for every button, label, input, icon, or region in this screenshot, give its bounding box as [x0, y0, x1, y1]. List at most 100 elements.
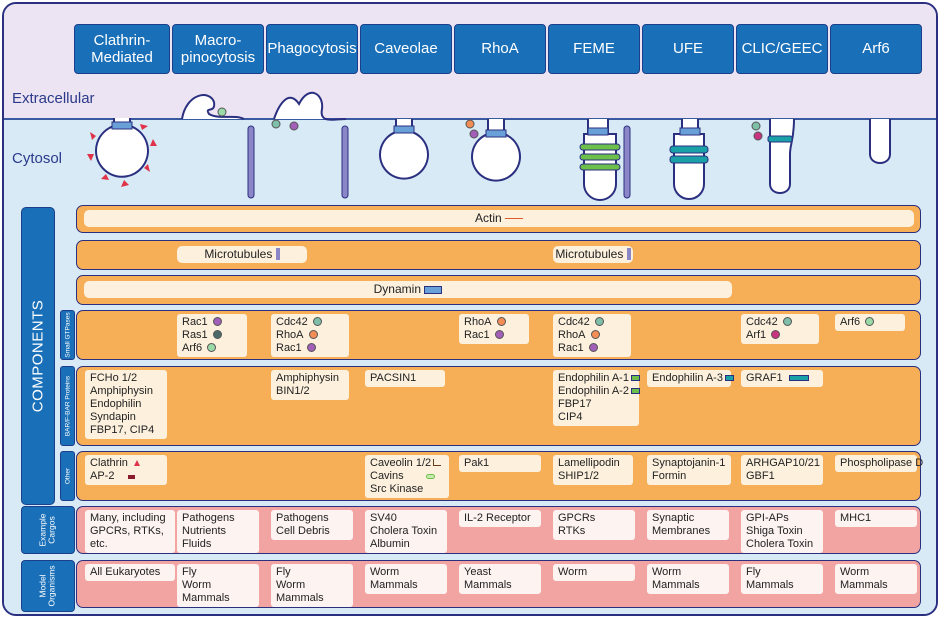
rhoa-dot-icon	[590, 330, 600, 339]
clathrin-icon	[133, 460, 140, 466]
cdc42-dot-icon	[782, 317, 792, 326]
rac1-dot-icon	[494, 330, 504, 339]
phagocytosis-cup-illustration	[271, 91, 349, 199]
ras1-dot-icon	[212, 330, 222, 339]
rhoa-dot-icon	[308, 330, 318, 339]
ap2-icon	[128, 475, 136, 479]
actin-filament-icon	[505, 217, 524, 219]
dynamin-row: Dynamin	[76, 275, 921, 305]
gtpases-rhoa: RhoA Rac1	[459, 314, 529, 344]
example-cargos-tab: Example Cargos	[21, 506, 75, 554]
arf6-tubule-illustration	[869, 119, 891, 164]
gtpases-feme: Cdc42 RhoA Rac1	[553, 314, 631, 357]
header-feme: FEME	[548, 24, 640, 74]
endophilin-a1-icon	[630, 375, 640, 381]
other-rhoa: Pak1	[459, 455, 541, 472]
rac1-dot-icon	[306, 343, 316, 352]
microtubules-row: Microtubules Microtubules	[76, 240, 921, 270]
endocytosis-illustrations	[87, 91, 891, 201]
gtpases-arf6: Arf6	[835, 314, 905, 331]
other-caveolae: Caveolin 1/2 Cavins Src Kinase	[365, 455, 449, 498]
header-clic-geec: CLIC/GEEC	[736, 24, 828, 74]
gtpases-phagocytosis: Cdc42 RhoA Rac1	[271, 314, 349, 357]
cavins-icon	[425, 474, 435, 479]
graf1-icon	[788, 375, 809, 381]
cdc42-dot-icon	[594, 317, 604, 326]
actin-box: Actin	[84, 210, 914, 227]
header-rhoa: RhoA	[454, 24, 546, 74]
macropinocytosis-ruffles-illustration	[181, 94, 255, 199]
extracellular-label: Extracellular	[12, 90, 95, 107]
endophilin-a2-icon	[630, 388, 640, 394]
components-label-bar: COMPONENTS	[21, 207, 55, 505]
bar-clic-geec: GRAF1	[741, 370, 823, 387]
rac1-dot-icon	[588, 343, 598, 352]
other-arf6: Phospholipase D	[835, 455, 923, 472]
rhoa-vesicle-illustration	[465, 119, 521, 182]
header-clathrin-mediated: Clathrin- Mediated	[74, 24, 170, 74]
model-organisms-tab: Model Organisms	[21, 560, 75, 612]
cytosol-label: Cytosol	[12, 150, 63, 167]
header-macropinocytosis: Macro- pinocytosis	[172, 24, 264, 74]
endophilin-a3-icon	[724, 375, 734, 381]
gtpases-clic-geec: Cdc42 Arf1	[741, 314, 819, 344]
small-gtpases-tab: Small GTPases	[60, 310, 75, 360]
organisms-feme: Worm	[553, 564, 635, 581]
caveolae-illustration	[379, 119, 429, 180]
microtubules-box-2: Microtubules	[553, 246, 633, 263]
clic-geec-tubule-illustration	[751, 118, 795, 194]
organisms-cme: All Eukaryotes	[85, 564, 175, 581]
dynamin-box: Dynamin	[84, 281, 732, 298]
arf6-dot-icon	[207, 343, 217, 352]
rhoa-dot-icon	[496, 317, 506, 326]
feme-vesicle-illustration	[579, 119, 631, 201]
cargos-rhoa: IL-2 Receptor	[459, 510, 541, 527]
rac1-dot-icon	[212, 317, 222, 326]
caveolin-icon	[433, 459, 442, 466]
small-gtpases-row: Rac1 Ras1 Arf6 Cdc42 RhoA Rac1 RhoA Rac1…	[76, 310, 921, 360]
bar-caveolae: PACSIN1	[365, 370, 445, 387]
other-tab: Other	[60, 451, 75, 501]
arf1-dot-icon	[771, 330, 781, 339]
arf6-dot-icon	[865, 317, 875, 326]
actin-row: Actin	[76, 205, 921, 233]
cme-vesicle-illustration	[87, 118, 157, 187]
gtpases-macropinocytosis: Rac1 Ras1 Arf6	[177, 314, 247, 357]
cdc42-dot-icon	[312, 317, 322, 326]
bar-proteins-tab: BAR/F-BAR Proteins	[60, 366, 75, 446]
other-cme: Clathrin AP-2	[85, 455, 167, 485]
header-arf6: Arf6	[830, 24, 922, 74]
ufe-vesicle-illustration	[669, 119, 709, 200]
dynamin-spiral-icon	[424, 286, 443, 294]
plasma-membrane	[4, 118, 936, 120]
other-row: Clathrin AP-2 Caveolin 1/2 Cavins Src Ki…	[76, 451, 923, 501]
header-ufe: UFE	[642, 24, 734, 74]
microtubules-box-1: Microtubules	[177, 246, 307, 263]
microtubule-icon	[626, 248, 631, 260]
microtubule-icon	[275, 248, 280, 260]
bar-ufe: Endophilin A-3	[647, 370, 734, 387]
